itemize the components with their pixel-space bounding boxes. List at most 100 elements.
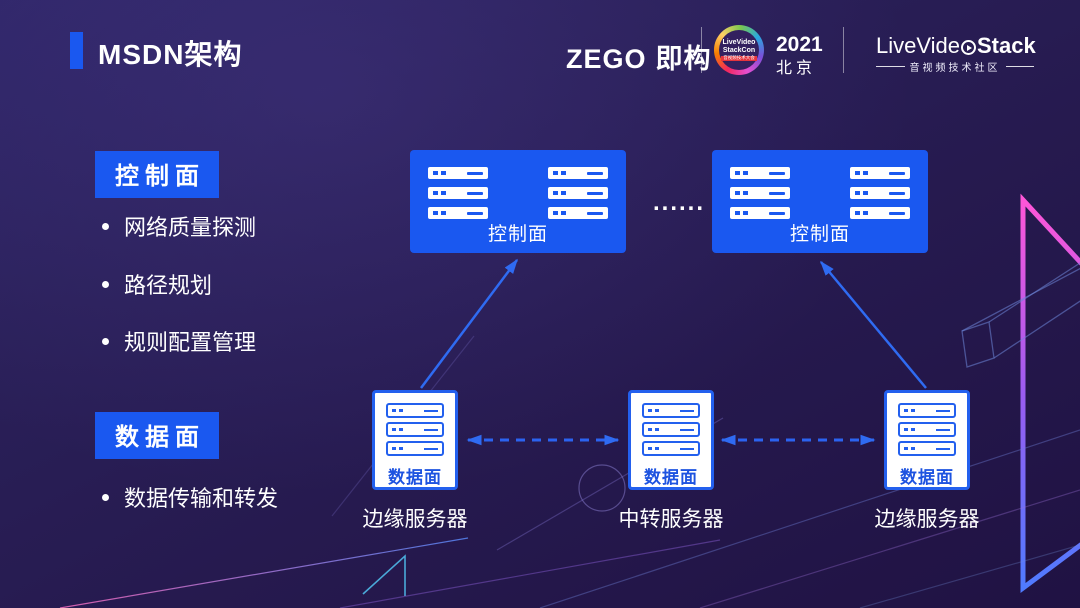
zego-cn-label: 即构 (655, 44, 712, 74)
bullet-text: 网络质量探测 (124, 215, 257, 240)
server-vent (680, 409, 694, 412)
server-led (735, 191, 740, 195)
server-led (648, 447, 652, 450)
section-heading-data-plane: 数据面 (95, 412, 219, 459)
server-racks (712, 167, 928, 219)
server-bar (548, 207, 608, 219)
conference-city: 北京 (776, 60, 817, 77)
server-led (392, 409, 396, 412)
server-vent (889, 171, 905, 175)
server-led (904, 409, 908, 412)
server-led (553, 171, 558, 175)
server-led (648, 428, 652, 431)
server-vent (769, 171, 785, 175)
server-led (743, 171, 748, 175)
bullet-icon (102, 280, 109, 288)
server-bar (898, 441, 956, 456)
node-caption: 边缘服务器 (874, 508, 980, 531)
server-bar (898, 422, 956, 437)
bullet-text: 数据传输和转发 (124, 486, 279, 511)
server-vent (889, 211, 905, 215)
server-led (399, 409, 403, 412)
server-racks (410, 167, 626, 219)
divider (843, 27, 844, 73)
section-heading-control-plane: 控制面 (95, 151, 219, 198)
server-led (911, 428, 915, 431)
server-led (433, 191, 438, 195)
server-led (655, 428, 659, 431)
server-led (441, 211, 446, 215)
server-vent (680, 447, 694, 450)
bullet-text: 路径规划 (124, 273, 213, 298)
play-icon (961, 40, 976, 55)
list-item: 规则配置管理 (102, 325, 256, 357)
server-vent (936, 428, 950, 431)
server-led (743, 191, 748, 195)
lvs-pre: LiveVide (876, 33, 960, 58)
bullet-icon (102, 337, 109, 345)
server-vent (889, 191, 905, 195)
badge-inner: LiveVideo StackCon 音视频技术大会 (719, 30, 759, 70)
control-plane-label: 控制面 (789, 224, 850, 245)
server-bar (730, 167, 790, 179)
server-bar (730, 207, 790, 219)
server-led (743, 211, 748, 215)
server-led (735, 211, 740, 215)
data-plane-label: 数据面 (644, 468, 698, 487)
server-vent (680, 428, 694, 431)
node-caption: 边缘服务器 (362, 508, 468, 531)
server-bar (428, 207, 488, 219)
server-bar (548, 187, 608, 199)
control-plane-node: 控制面 (410, 150, 626, 253)
server-bar (428, 187, 488, 199)
server-vent (936, 409, 950, 412)
server-led (904, 428, 908, 431)
server-bar (386, 422, 444, 437)
list-item: 数据传输和转发 (102, 481, 278, 513)
title-accent-bar (70, 32, 83, 69)
server-led (441, 171, 446, 175)
bullet-text: 规则配置管理 (124, 330, 257, 355)
server-bar (548, 167, 608, 179)
server-bar (642, 441, 700, 456)
server-led (561, 211, 566, 215)
tagline-rule-right (1005, 66, 1034, 67)
server-led (553, 211, 558, 215)
server-rack-icon (850, 167, 910, 219)
server-vent (587, 211, 603, 215)
control-plane-node: 控制面 (712, 150, 928, 253)
divider (701, 27, 702, 73)
server-bar (850, 207, 910, 219)
server-bar (850, 187, 910, 199)
server-bar (898, 403, 956, 418)
control-plane-label: 控制面 (487, 224, 548, 245)
server-vent (467, 191, 483, 195)
conference-year: 2021 (776, 33, 823, 56)
server-led (904, 447, 908, 450)
data-plane-label: 数据面 (900, 468, 954, 487)
badge-line2: StackCon (722, 47, 756, 55)
server-led (855, 191, 860, 195)
server-vent (587, 171, 603, 175)
server-led (655, 409, 659, 412)
server-bar (730, 187, 790, 199)
data-plane-label: 数据面 (388, 468, 442, 487)
server-rack-icon (548, 167, 608, 219)
server-led (441, 191, 446, 195)
badge-line3: 音视频技术大会 (721, 54, 757, 61)
server-bar (642, 422, 700, 437)
tagline-rule-left (876, 66, 905, 67)
server-led (655, 447, 659, 450)
server-vent (424, 447, 438, 450)
server-led (863, 171, 868, 175)
server-led (911, 447, 915, 450)
page-title: MSDN架构 (98, 39, 243, 70)
data-plane-node: 数据面 (628, 390, 714, 490)
server-rack-icon (428, 167, 488, 219)
server-led (433, 211, 438, 215)
livevideostackcon-badge-icon: LiveVideo StackCon 音视频技术大会 (714, 25, 764, 75)
server-led (392, 428, 396, 431)
data-plane-node: 数据面 (372, 390, 458, 490)
lvs-tagline: 音视频技术社区 (876, 59, 1034, 74)
